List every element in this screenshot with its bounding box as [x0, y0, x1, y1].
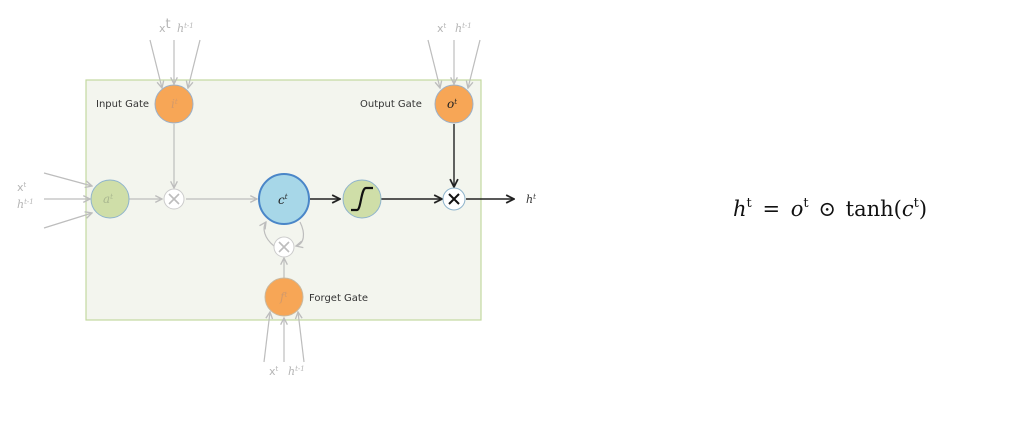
- svg-text:ct: ct: [278, 193, 288, 207]
- svg-text:xt: xt: [17, 181, 27, 194]
- active-connections: [310, 124, 514, 199]
- inactive-connections: [129, 124, 305, 278]
- svg-text:xt: xt: [159, 17, 171, 35]
- candidate-node: at: [90, 179, 130, 219]
- output-gate-inputs: xt ht-1: [427, 22, 481, 88]
- sigmoid-curve-icon: [351, 186, 373, 212]
- svg-text:xt: xt: [437, 22, 447, 35]
- forget-gate: ft Forget Gate: [264, 277, 368, 317]
- output-multiply-node: [442, 187, 466, 211]
- forget-gate-inputs: xt ht-1: [263, 312, 305, 378]
- svg-text:ht-1: ht-1: [455, 22, 472, 35]
- svg-text:ft: ft: [279, 290, 287, 304]
- svg-text:xt: xt: [269, 365, 279, 378]
- hidden-state-output-label: ht: [526, 193, 536, 206]
- svg-text:ht-1: ht-1: [177, 22, 194, 35]
- svg-text:at: at: [103, 192, 113, 206]
- svg-text:it: it: [171, 97, 178, 111]
- forget-multiply-node: [273, 236, 295, 258]
- svg-text:ht-1: ht-1: [288, 365, 305, 378]
- input-gate-inputs: xt ht-1: [149, 17, 201, 88]
- candidate-inputs: xt ht-1: [17, 172, 92, 229]
- output-gate: ot Output Gate: [360, 84, 474, 124]
- cell-state-node: ct: [258, 173, 310, 225]
- tanh-activation-node: [342, 179, 382, 219]
- svg-text:ht-1: ht-1: [17, 198, 34, 211]
- input-gate-label: Input Gate: [96, 99, 149, 110]
- input-gate: it Input Gate: [96, 84, 194, 124]
- input-multiply-node: [163, 188, 185, 210]
- svg-text:ot: ot: [447, 97, 457, 111]
- forget-gate-label: Forget Gate: [309, 293, 368, 304]
- output-equation: ht = ot ⊙ tanh(ct): [733, 188, 927, 221]
- output-gate-label: Output Gate: [360, 99, 422, 110]
